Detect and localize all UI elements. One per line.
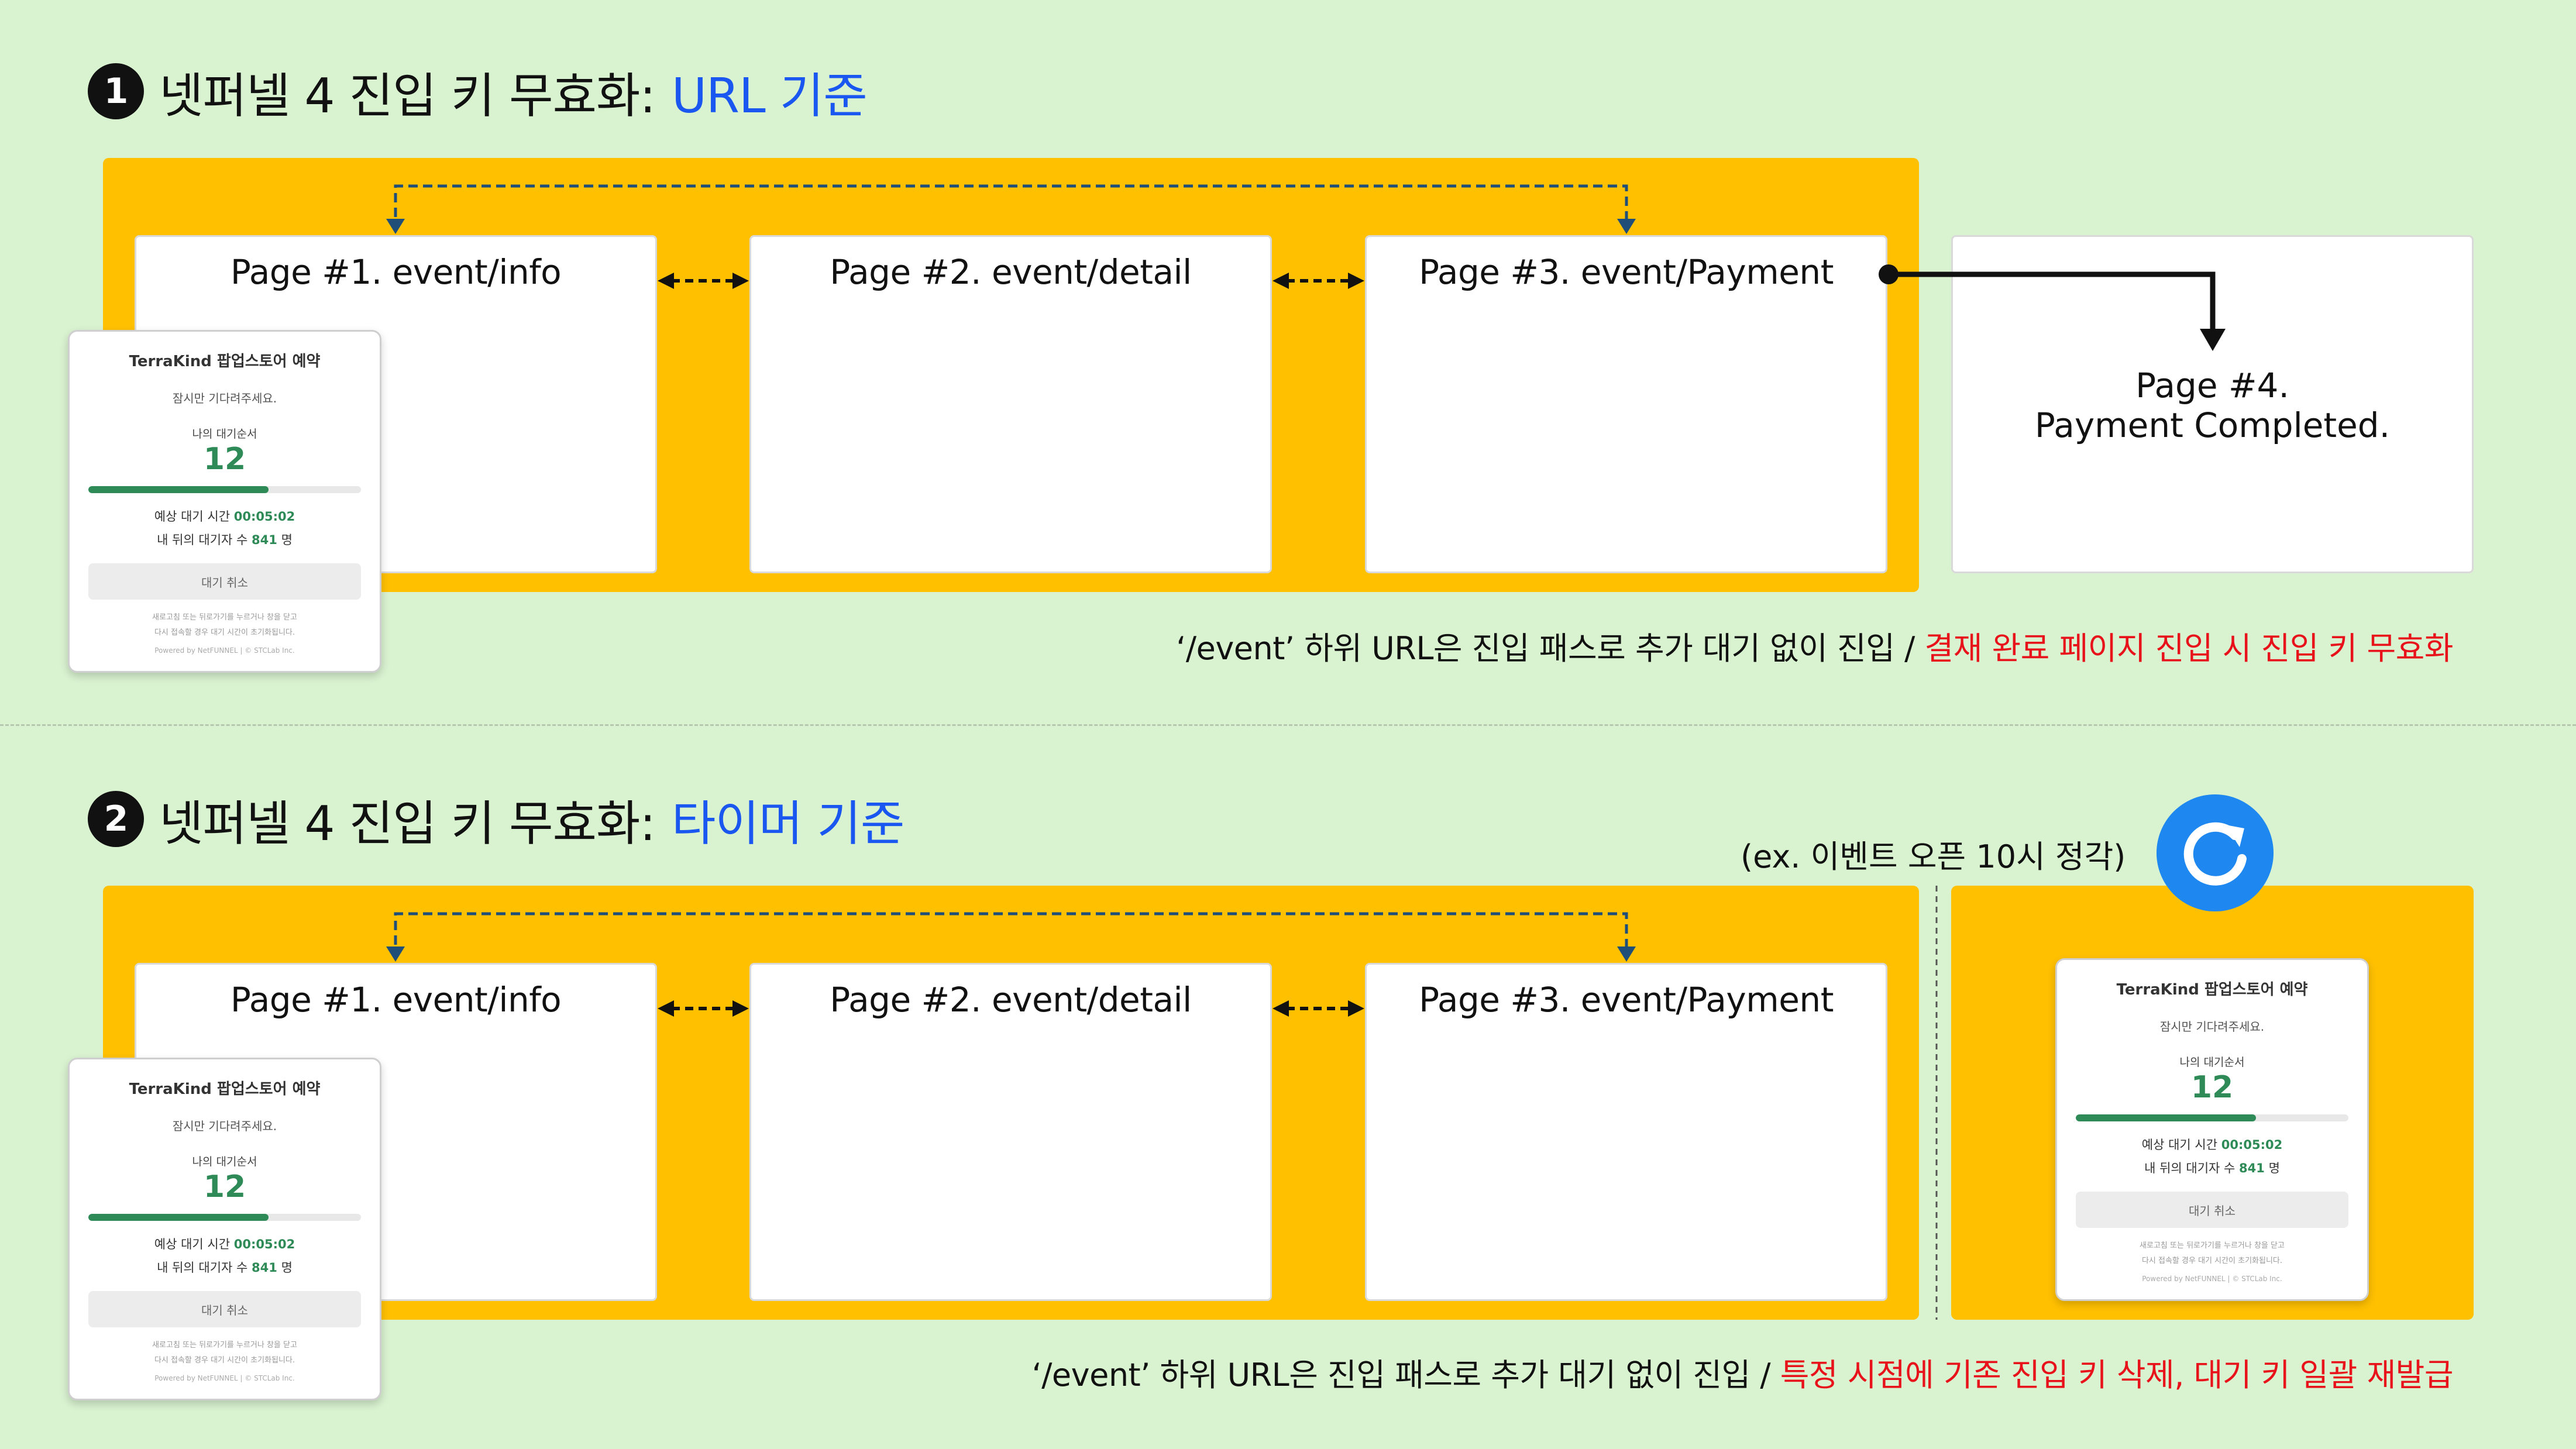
widget-wait-message: 잠시만 기다려주세요. — [172, 391, 277, 405]
widget-progress-bar — [88, 1214, 361, 1221]
widget-time-label: 예상 대기 시간 — [154, 510, 231, 524]
widget-behind: 내 뒤의 대기자 수 841 명 — [2057, 1159, 2367, 1176]
page-label: Page #1. event/info — [230, 252, 562, 292]
page-label: Page #1. event/info — [230, 980, 562, 1020]
solid-arrow — [1879, 264, 2226, 351]
widget-behind-label: 내 뒤의 대기자 수 — [2144, 1161, 2235, 1175]
widget-behind-value: 841 — [2239, 1161, 2265, 1175]
bidirectional-dashed-arrow — [1272, 1000, 1364, 1017]
page4-label: Page #4. Payment Completed. — [1953, 366, 2472, 445]
queue-widget-reissued: TerraKind 팝업스토어 예약 잠시만 기다려주세요. 나의 대기순서 1… — [2055, 958, 2369, 1301]
widget-time-value: 00:05:02 — [233, 510, 295, 524]
widget-order-label: 나의 대기순서 — [2179, 1056, 2245, 1069]
section1-caption-red: 결재 완료 페이지 진입 시 진입 키 무효화 — [1924, 630, 2453, 667]
widget-note: 새로고침 또는 뒤로가기를 누르거나 창을 닫고 다시 접속할 경우 대기 시간… — [87, 610, 362, 641]
widget-title: TerraKind 팝업스토어 예약 — [2116, 981, 2308, 999]
widget-order-label: 나의 대기순서 — [192, 1155, 257, 1168]
widget-order-label: 나의 대기순서 — [192, 428, 257, 440]
widget-note-line2: 다시 접속할 경우 대기 시간이 초기화됩니다. — [2141, 1257, 2283, 1265]
page4-label-line2: Payment Completed. — [2034, 405, 2391, 445]
widget-behind: 내 뒤의 대기자 수 841 명 — [70, 531, 380, 548]
widget-title: TerraKind 팝업스토어 예약 — [129, 1080, 321, 1098]
widget-order-number: 12 — [203, 1169, 246, 1204]
widget-time-value: 00:05:02 — [233, 1237, 295, 1251]
widget-time: 예상 대기 시간 00:05:02 — [70, 1235, 380, 1252]
widget-behind-value: 841 — [252, 533, 277, 547]
widget-cancel-button[interactable]: 대기 취소 — [88, 563, 361, 600]
queue-widget: TerraKind 팝업스토어 예약 잠시만 기다려주세요. 나의 대기순서 1… — [68, 330, 381, 673]
section1-page2: Page #2. event/detail — [749, 235, 1272, 573]
section2-title: 2 넷퍼넬 4 진입 키 무효화: 타이머 기준 — [88, 790, 904, 852]
section1-page3: Page #3. event/Payment — [1365, 235, 1887, 573]
widget-behind-value: 841 — [252, 1261, 277, 1275]
refresh-icon-glyph — [2183, 822, 2247, 886]
section1-title-accent: URL 기준 — [672, 68, 868, 124]
widget-powered: Powered by NetFUNNEL | © STCLab Inc. — [2142, 1275, 2282, 1283]
widget-progress-bar — [88, 486, 361, 493]
queue-widget: TerraKind 팝업스토어 예약 잠시만 기다려주세요. 나의 대기순서 1… — [68, 1058, 381, 1400]
widget-progress-bar — [2076, 1114, 2348, 1121]
page4-label-line1: Page #4. — [2135, 366, 2289, 405]
widget-behind-unit: 명 — [2268, 1161, 2280, 1175]
section2-caption: ‘/event’ 하위 URL은 진입 패스로 추가 대기 없이 진입 / 특정… — [1031, 1349, 2454, 1395]
section2-title-accent: 타이머 기준 — [672, 796, 904, 852]
widget-powered: Powered by NetFUNNEL | © STCLab Inc. — [154, 646, 295, 655]
widget-note-line1: 새로고침 또는 뒤로가기를 누르거나 창을 닫고 — [152, 1341, 297, 1350]
widget-time: 예상 대기 시간 00:05:02 — [70, 507, 380, 525]
widget-behind-unit: 명 — [281, 1261, 293, 1275]
section1-caption: ‘/event’ 하위 URL은 진입 패스로 추가 대기 없이 진입 / 결재… — [1176, 622, 2453, 669]
widget-progress-fill — [88, 1214, 269, 1221]
section2-title-text: 넷퍼넬 4 진입 키 무효화: — [159, 796, 656, 852]
widget-behind-label: 내 뒤의 대기자 수 — [157, 533, 248, 547]
dashed-loop-arrow — [386, 912, 1636, 962]
bidirectional-dashed-arrow — [1272, 273, 1364, 289]
section1-arrows — [386, 184, 2226, 351]
bidirectional-dashed-arrow — [658, 273, 749, 289]
section2-arrows — [386, 912, 1636, 1017]
widget-order-number: 12 — [2190, 1070, 2234, 1105]
widget-note: 새로고침 또는 뒤로가기를 누르거나 창을 닫고 다시 접속할 경우 대기 시간… — [2075, 1238, 2350, 1269]
timer-divider — [1935, 886, 1938, 1320]
page-label: Page #2. event/detail — [830, 252, 1192, 292]
widget-cancel-button[interactable]: 대기 취소 — [2076, 1192, 2348, 1228]
bidirectional-dashed-arrow — [658, 1000, 749, 1017]
section1-title: 1 넷퍼넬 4 진입 키 무효화: URL 기준 — [88, 62, 868, 124]
section2-number-badge: 2 — [88, 791, 144, 847]
section1-title-text: 넷퍼넬 4 진입 키 무효화: — [159, 68, 656, 124]
refresh-icon — [2157, 794, 2274, 911]
widget-wait-message: 잠시만 기다려주세요. — [2159, 1020, 2265, 1034]
section1-number-badge: 1 — [88, 63, 144, 119]
widget-behind-unit: 명 — [281, 533, 293, 547]
widget-note-line2: 다시 접속할 경우 대기 시간이 초기화됩니다. — [154, 628, 295, 637]
section2-caption-red: 특정 시점에 기존 진입 키 삭제, 대기 키 일괄 재발급 — [1780, 1357, 2454, 1393]
widget-note-line1: 새로고침 또는 뒤로가기를 누르거나 창을 닫고 — [2140, 1241, 2285, 1250]
widget-behind-label: 내 뒤의 대기자 수 — [157, 1261, 248, 1275]
widget-time-label: 예상 대기 시간 — [2141, 1138, 2218, 1152]
widget-order-number: 12 — [203, 442, 246, 477]
widget-wait-message: 잠시만 기다려주세요. — [172, 1119, 277, 1133]
widget-cancel-button[interactable]: 대기 취소 — [88, 1291, 361, 1327]
widget-powered: Powered by NetFUNNEL | © STCLab Inc. — [154, 1374, 295, 1382]
widget-progress-fill — [88, 486, 269, 493]
widget-note-line2: 다시 접속할 경우 대기 시간이 초기화됩니다. — [154, 1356, 295, 1365]
section2-page2: Page #2. event/detail — [749, 963, 1272, 1301]
page-label: Page #3. event/Payment — [1419, 980, 1834, 1020]
widget-progress-fill — [2076, 1114, 2256, 1121]
section2-caption-text: ‘/event’ 하위 URL은 진입 패스로 추가 대기 없이 진입 / — [1031, 1357, 1780, 1393]
widget-time: 예상 대기 시간 00:05:02 — [2057, 1135, 2367, 1153]
section1-caption-text: ‘/event’ 하위 URL은 진입 패스로 추가 대기 없이 진입 / — [1176, 630, 1925, 667]
widget-time-label: 예상 대기 시간 — [154, 1237, 231, 1251]
section2-page3: Page #3. event/Payment — [1365, 963, 1887, 1301]
event-note: (ex. 이벤트 오픈 10시 정각) — [1741, 838, 2126, 875]
page-label: Page #3. event/Payment — [1419, 252, 1834, 292]
widget-title: TerraKind 팝업스토어 예약 — [129, 353, 321, 370]
dashed-loop-arrow — [386, 184, 1636, 234]
widget-note: 새로고침 또는 뒤로가기를 누르거나 창을 닫고 다시 접속할 경우 대기 시간… — [87, 1338, 362, 1368]
widget-time-value: 00:05:02 — [2221, 1138, 2283, 1152]
widget-note-line1: 새로고침 또는 뒤로가기를 누르거나 창을 닫고 — [152, 613, 297, 622]
widget-behind: 내 뒤의 대기자 수 841 명 — [70, 1258, 380, 1276]
section-divider — [0, 724, 2576, 726]
page-label: Page #2. event/detail — [830, 980, 1192, 1020]
